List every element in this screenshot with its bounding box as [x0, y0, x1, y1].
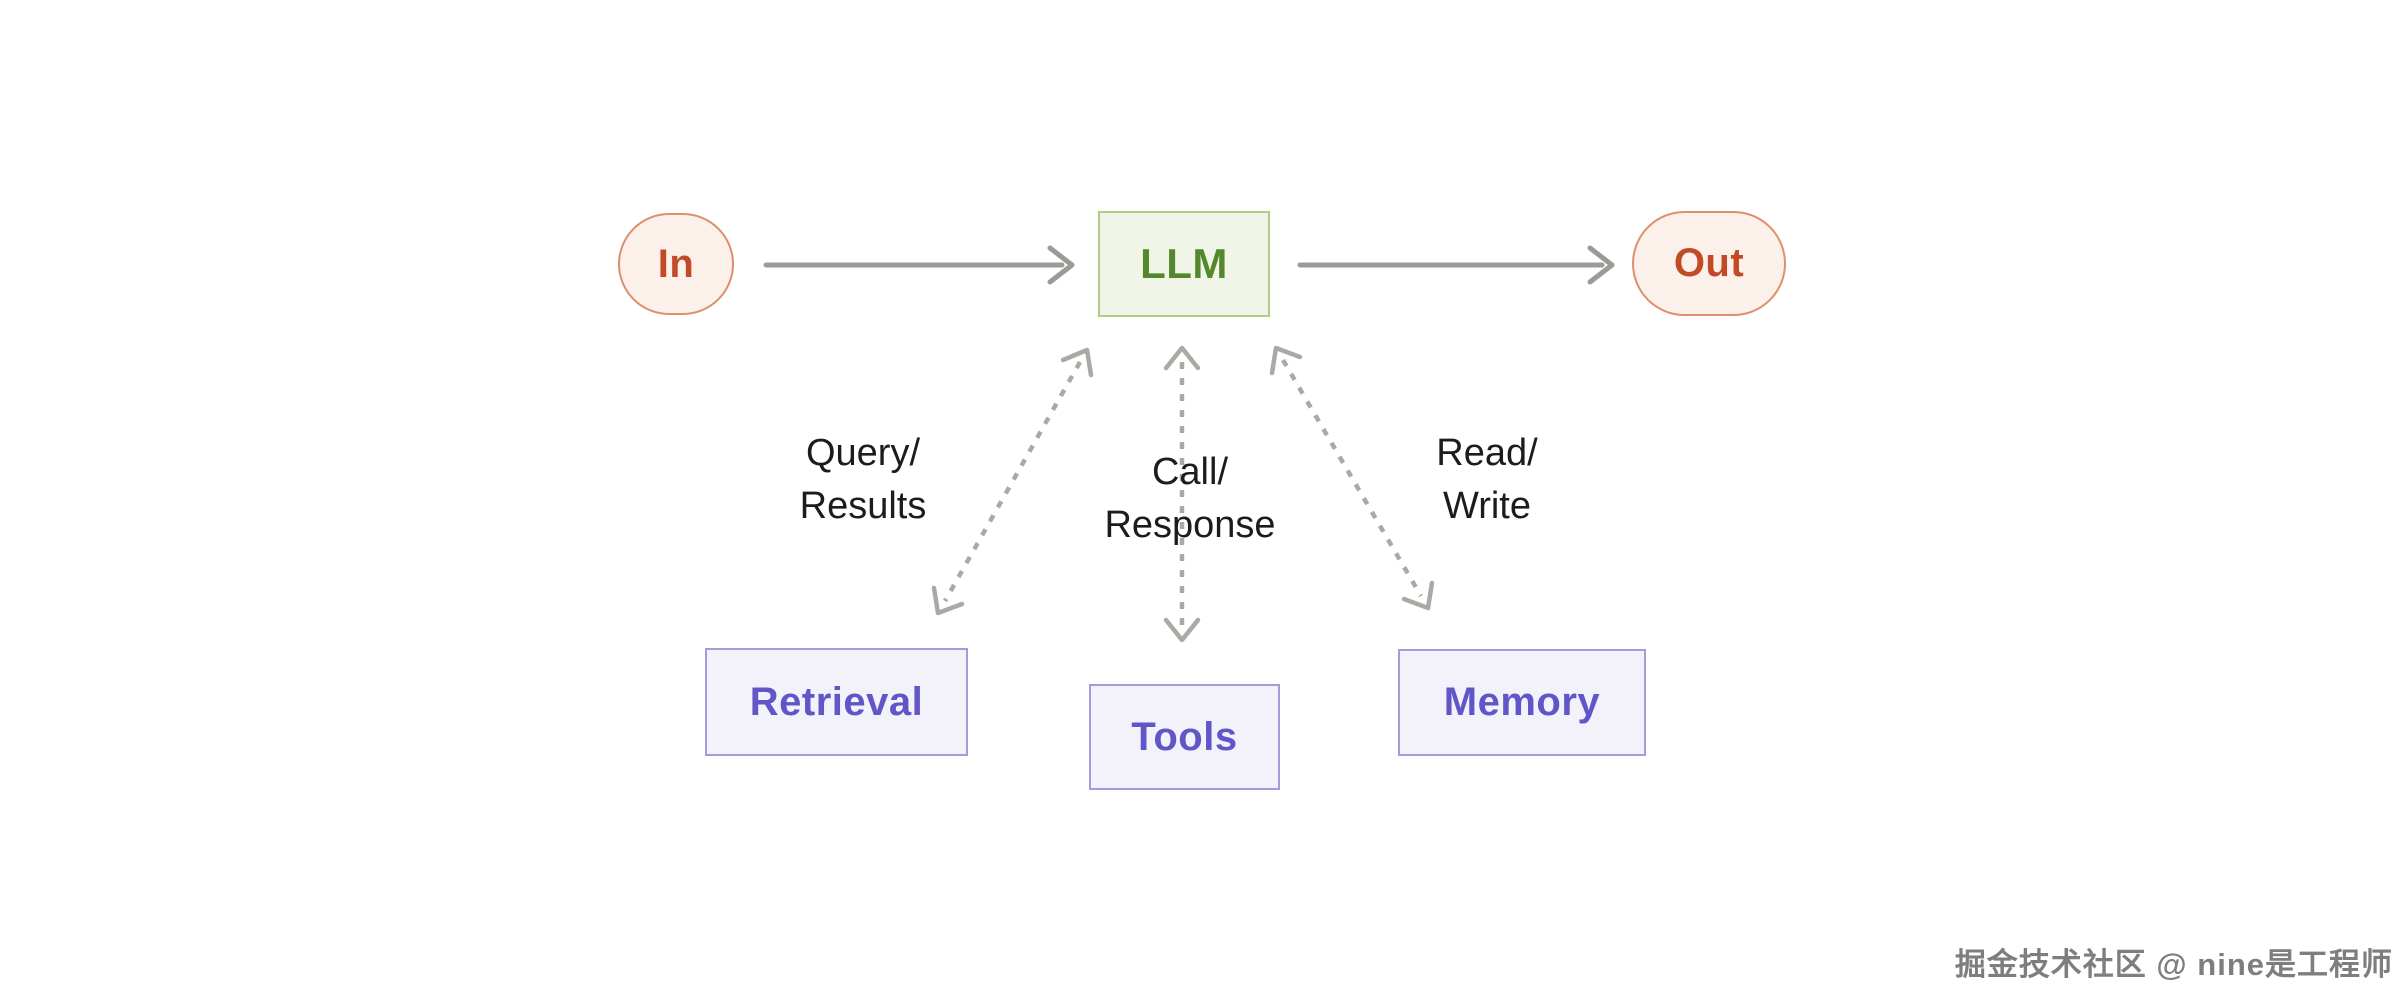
node-retrieval-label: Retrieval	[749, 679, 924, 724]
node-tools-label: Tools	[1131, 714, 1238, 759]
node-out-label: Out	[1673, 241, 1745, 285]
node-in: In	[618, 213, 734, 315]
edge-label-read-line2: Write	[1443, 485, 1531, 527]
edge-label-query-results: Query/ Results	[800, 427, 927, 533]
edge-label-query-line2: Results	[799, 485, 927, 527]
edge-label-call-line2: Response	[1104, 504, 1276, 546]
node-memory-label: Memory	[1443, 680, 1601, 724]
node-retrieval: Retrieval	[705, 648, 968, 756]
dashed-arrow-llm-retrieval	[931, 347, 1094, 616]
node-memory: Memory	[1398, 649, 1646, 756]
node-llm: LLM	[1098, 211, 1270, 317]
edge-label-read-line1: Read/	[1436, 432, 1538, 474]
watermark-text: 掘金技术社区 @ nine是工程师	[1954, 947, 2393, 982]
arrow-llm-to-out	[1297, 245, 1615, 285]
dashed-arrow-llm-tools	[1163, 345, 1201, 643]
node-llm-label: LLM	[1140, 240, 1228, 287]
arrow-in-to-llm	[763, 245, 1075, 285]
node-out: Out	[1632, 211, 1786, 316]
edge-label-query-line1: Query/	[805, 432, 921, 474]
dashed-arrow-llm-memory	[1269, 345, 1435, 611]
edge-label-call-response: Call/ Response	[1104, 446, 1275, 552]
edge-label-read-write: Read/ Write	[1436, 427, 1537, 533]
node-in-label: In	[657, 241, 695, 286]
node-tools: Tools	[1089, 684, 1280, 790]
edge-label-call-line1: Call/	[1151, 451, 1229, 493]
